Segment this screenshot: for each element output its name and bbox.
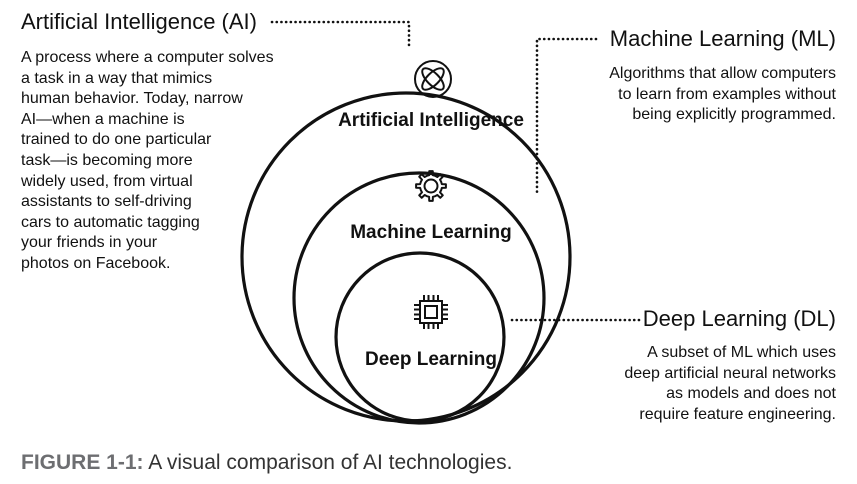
ml-leader-line [535,37,598,195]
atom-icon [414,60,452,98]
gear-icon [415,170,447,202]
ml-description: Algorithms that allow computers to learn … [609,64,836,126]
dl-description-line: deep artificial neural networks [624,364,836,382]
ai-description: A process where a computer solves a task … [21,48,274,275]
ai-circle-label: Artificial Intelligence [338,110,524,131]
figure-caption-text: A visual comparison of AI technologies. [143,451,513,474]
figure-label: FIGURE 1-1: [21,451,144,474]
ml-heading: Machine Learning (ML) [609,26,836,51]
ml-circle [292,171,546,425]
dl-description: A subset of ML which uses deep artificial… [624,343,836,425]
ai-leader-line [270,20,411,48]
ai-description-line: A process where a computer solves [21,49,274,66]
dl-circle-label: Deep Learning [365,349,497,370]
dl-heading: Deep Learning (DL) [642,306,836,331]
ml-description-line: being explicitly programmed. [632,106,836,124]
chip-icon [414,295,448,329]
ai-description-line: a task in a way that mimics [21,69,213,87]
ai-description-line: human behavior. Today, narrow [21,90,243,108]
dl-description-line: as models and does not [666,385,836,403]
ai-description-line: photos on Facebook. [21,254,171,272]
ai-description-line: widely used, from virtual [21,172,193,190]
dl-description-line: A subset of ML which uses [647,344,836,361]
ai-description-line: your friends in your [21,234,158,252]
dl-description-line: require feature engineering. [639,405,836,423]
ml-description-line: to learn from examples without [618,85,836,103]
ai-description-line: trained to do one particular [21,131,212,149]
ai-heading: Artificial Intelligence (AI) [21,9,257,34]
ai-description-line: assistants to self-driving [21,193,192,211]
ai-description-line: task—is becoming more [21,151,193,169]
ml-description-line: Algorithms that allow computers [609,65,836,82]
ai-description-line: cars to automatic tagging [21,213,200,231]
ml-circle-label: Machine Learning [350,222,512,243]
ai-description-line: AI—when a machine is [21,110,185,128]
figure-caption: FIGURE 1-1: A visual comparison of AI te… [21,450,512,476]
dl-circle [334,251,506,423]
